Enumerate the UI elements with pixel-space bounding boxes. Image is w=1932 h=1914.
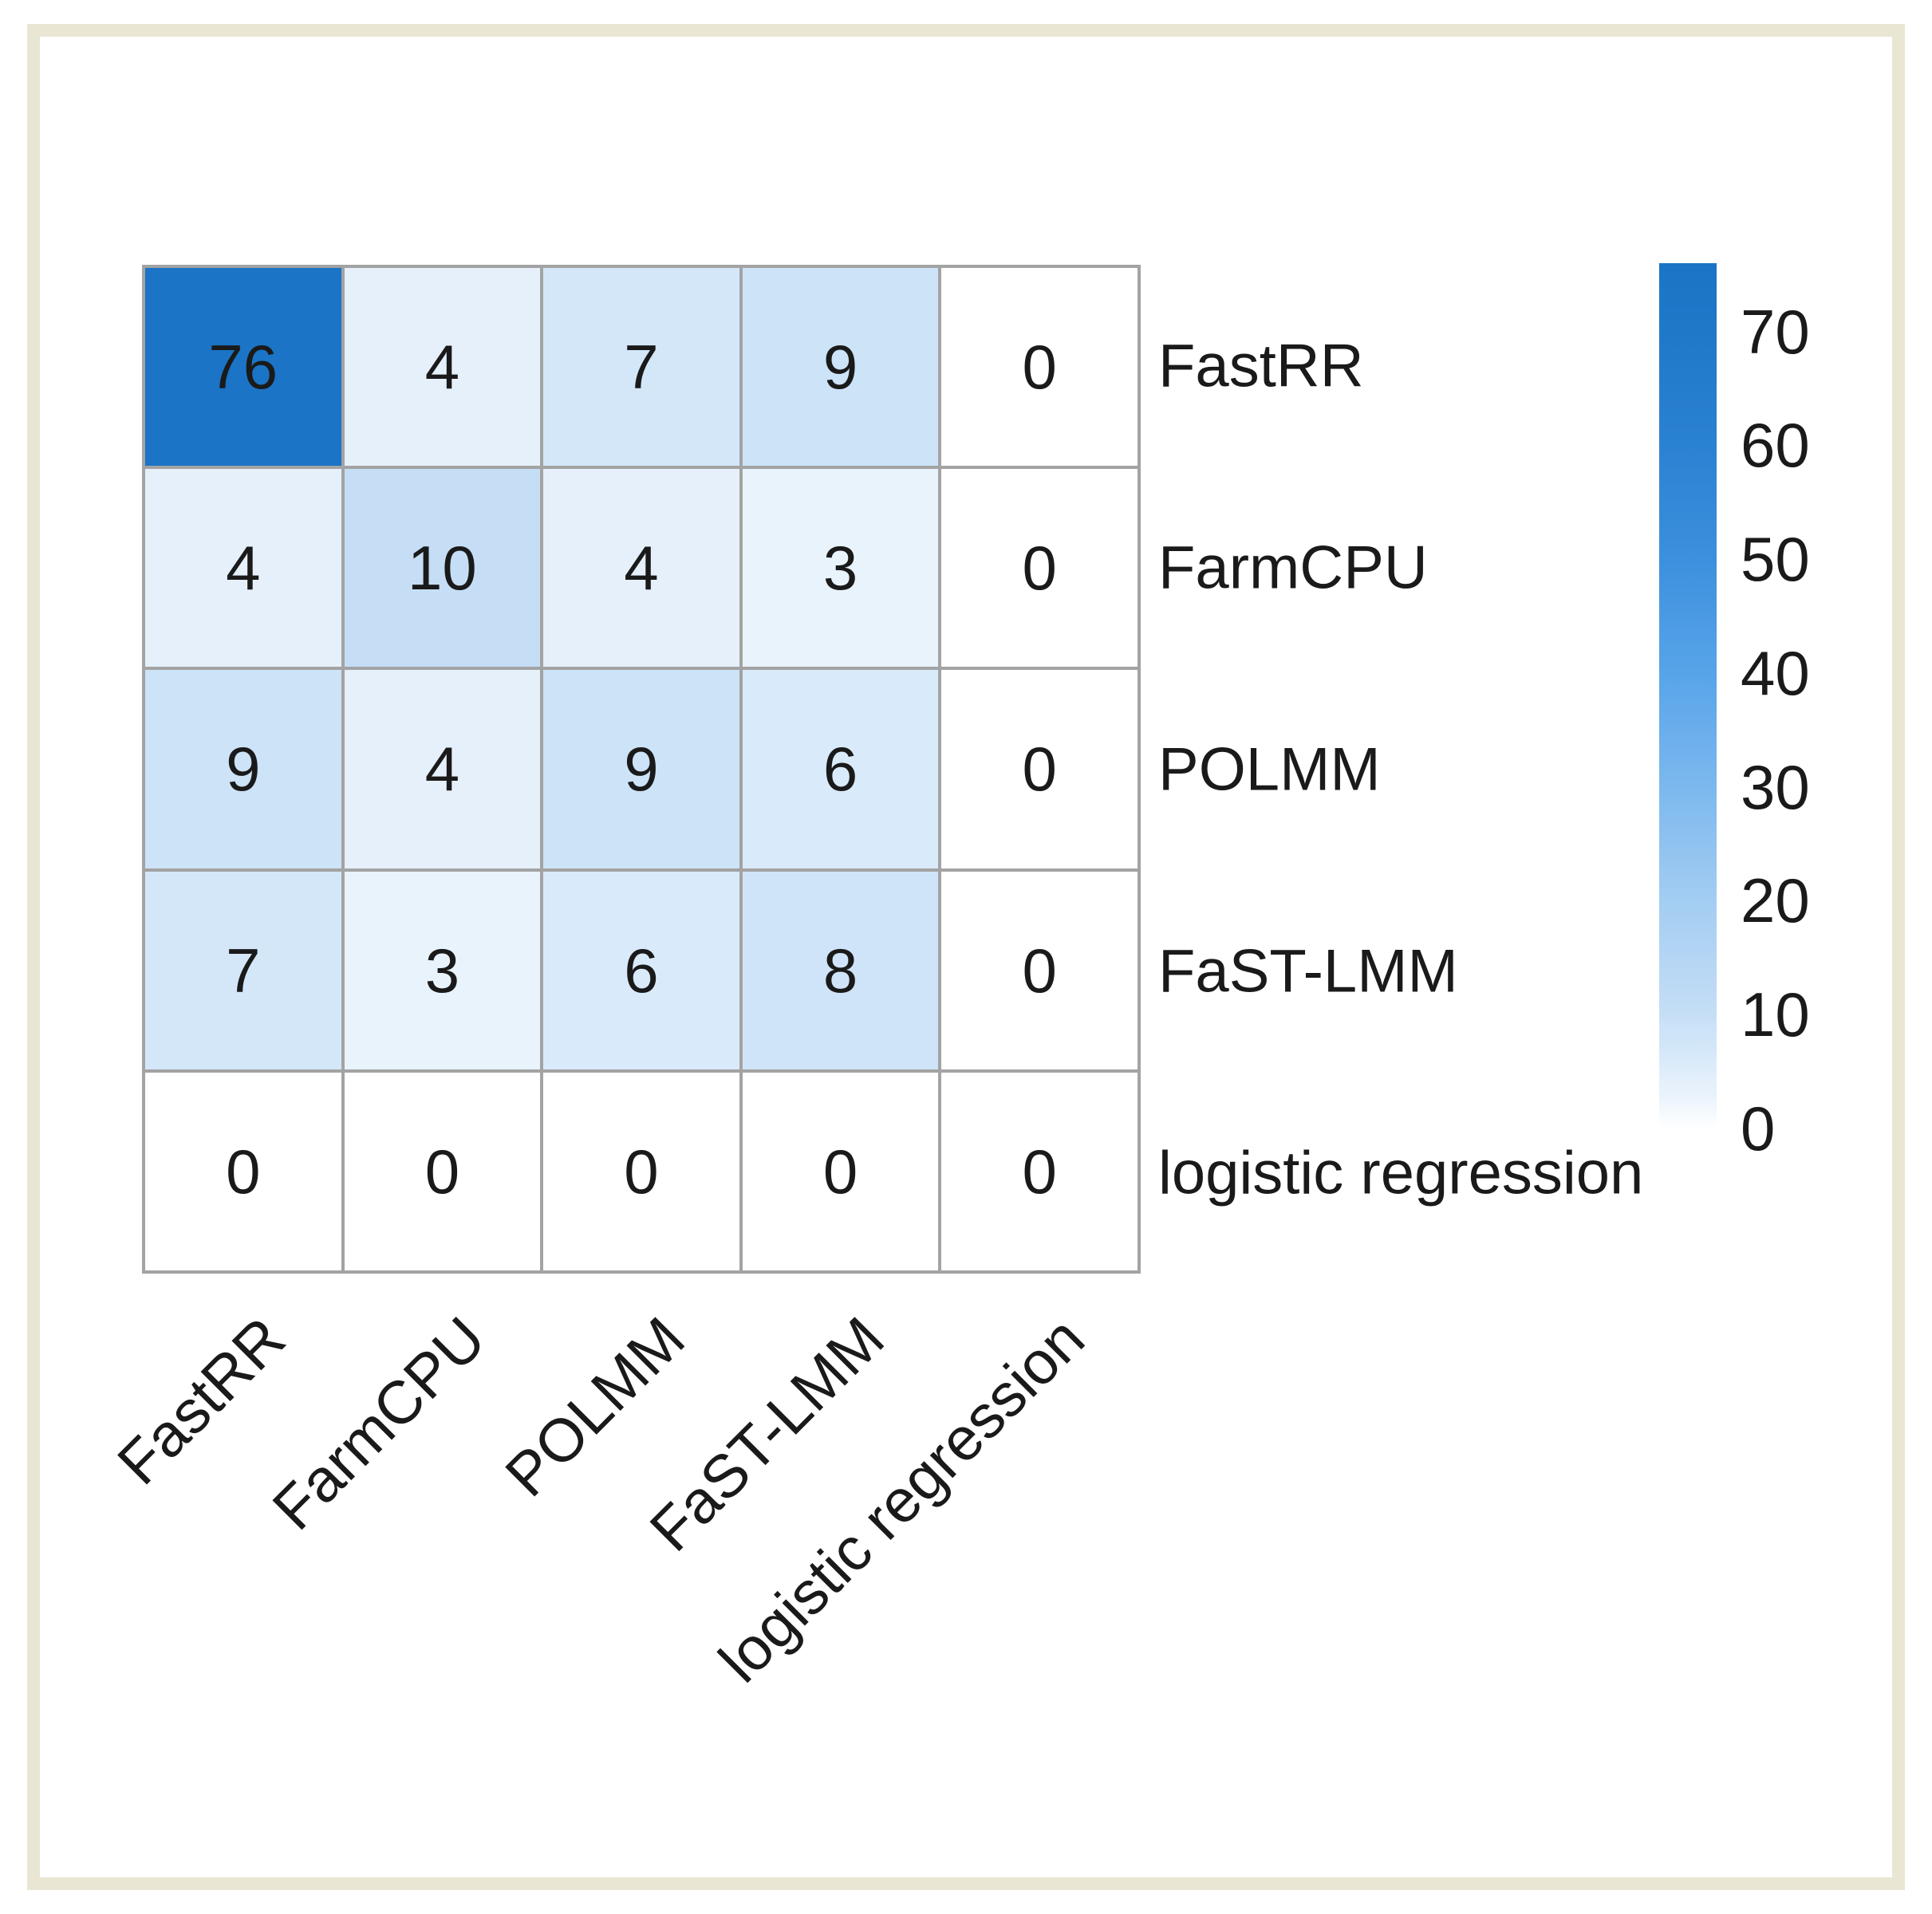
colorbar-tick-label: 40 xyxy=(1741,637,1810,708)
heatmap-cell: 0 xyxy=(941,670,1138,868)
heatmap-cell: 6 xyxy=(543,871,739,1069)
row-label: FaST-LMM xyxy=(1158,937,1458,1005)
heatmap-cell: 0 xyxy=(543,1072,739,1270)
colorbar-tick-label: 10 xyxy=(1741,979,1810,1050)
heatmap-cell: 9 xyxy=(543,670,739,868)
colorbar xyxy=(1659,263,1717,1128)
heatmap-cell: 4 xyxy=(543,469,739,668)
row-label: FarmCPU xyxy=(1158,534,1428,601)
heatmap-cell: 0 xyxy=(742,1072,939,1270)
heatmap-cell: 6 xyxy=(742,670,939,868)
heatmap-cell: 0 xyxy=(145,1072,341,1270)
heatmap-cell: 9 xyxy=(145,670,341,868)
colorbar-tick-label: 70 xyxy=(1741,296,1810,367)
colorbar-tick-label: 0 xyxy=(1741,1093,1776,1164)
heatmap-cell: 7 xyxy=(543,268,739,467)
heatmap-cell: 0 xyxy=(941,1072,1138,1270)
heatmap-cell: 4 xyxy=(145,469,341,668)
heatmap-cell: 76 xyxy=(145,268,341,467)
heatmap-cell: 10 xyxy=(344,469,541,668)
heatmap-cell: 3 xyxy=(344,871,541,1069)
colorbar-tick-label: 60 xyxy=(1741,410,1810,481)
colorbar-tick-label: 20 xyxy=(1741,865,1810,936)
heatmap-cell: 3 xyxy=(742,469,939,668)
heatmap-cell: 7 xyxy=(145,871,341,1069)
heatmap-cell: 0 xyxy=(941,469,1138,668)
colorbar-tick-label: 50 xyxy=(1741,524,1810,595)
heatmap-cell: 9 xyxy=(742,268,939,467)
heatmap-cell: 4 xyxy=(344,670,541,868)
row-label: POLMM xyxy=(1158,735,1381,803)
row-label: FastRR xyxy=(1158,332,1364,400)
heatmap-cell: 0 xyxy=(941,871,1138,1069)
heatmap-cell: 4 xyxy=(344,268,541,467)
colorbar-tick-label: 30 xyxy=(1741,751,1810,822)
row-label: logistic regression xyxy=(1158,1139,1644,1207)
heatmap-cell: 0 xyxy=(941,268,1138,467)
heatmap-cell: 0 xyxy=(344,1072,541,1270)
heatmap-cell: 8 xyxy=(742,871,939,1069)
